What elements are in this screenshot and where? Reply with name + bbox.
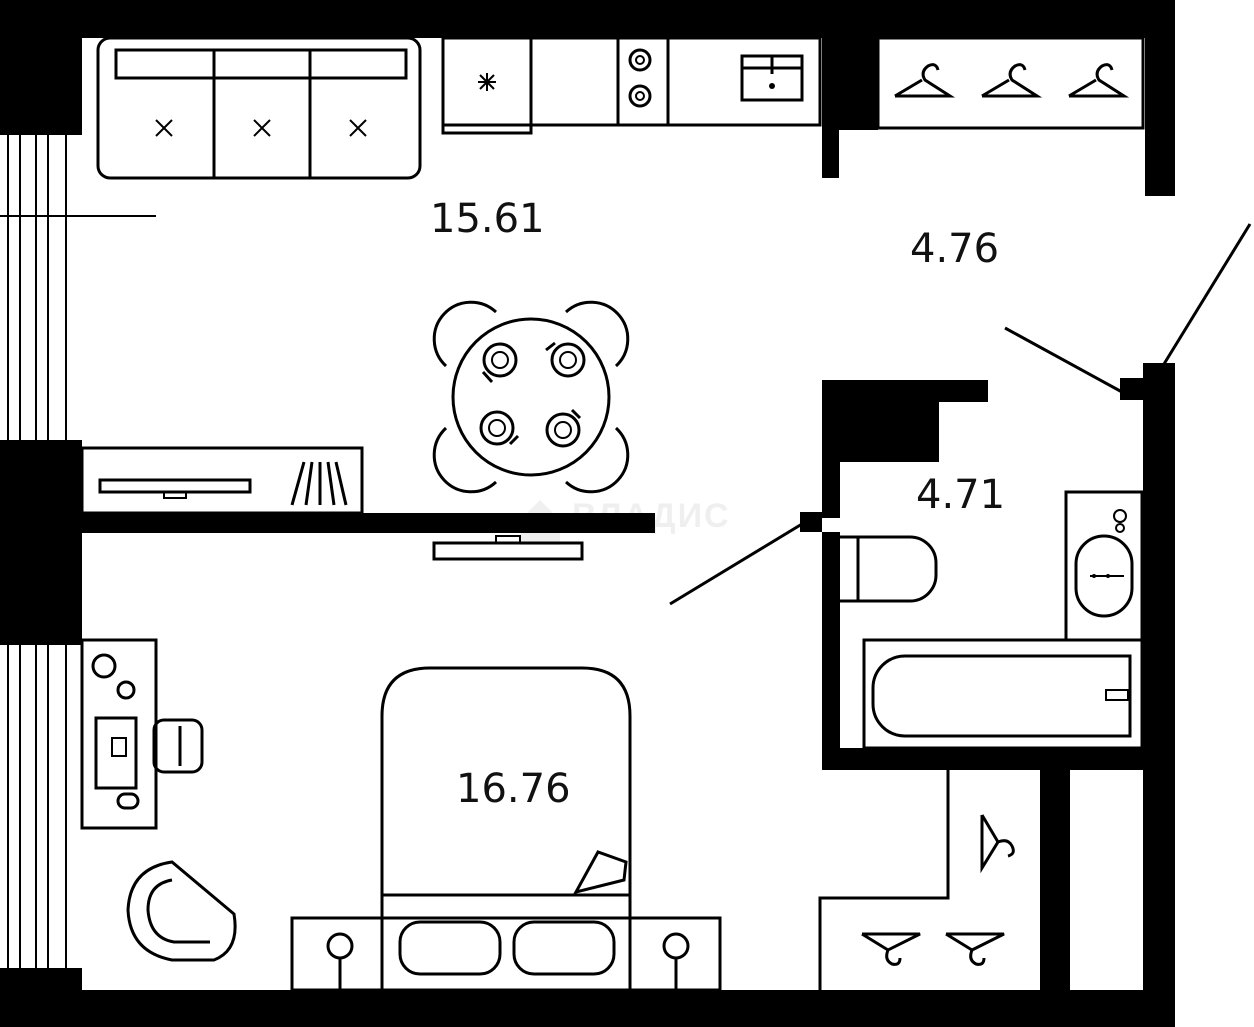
plate-icon [545, 341, 586, 378]
wall-closet-post [822, 120, 839, 178]
plate-icon [481, 342, 518, 384]
hanger-icon [980, 814, 1015, 874]
wardrobe [818, 770, 1015, 990]
dining-table [432, 300, 630, 494]
bathtub [862, 638, 1144, 750]
wall-door-stub-entry [1120, 378, 1150, 400]
armchair [126, 860, 237, 962]
area-label-hallway: 4.76 [910, 226, 999, 272]
lamp-icon [662, 932, 690, 990]
wall-bath-left-lower [822, 532, 840, 770]
hanger-icon [861, 932, 921, 966]
entry-door [1004, 223, 1252, 394]
wall-top [0, 0, 1175, 38]
wall-bath-left [822, 380, 840, 518]
stove-icon [616, 36, 670, 127]
watermark [520, 500, 560, 545]
wall-right-lower [1143, 363, 1175, 1027]
closet [876, 36, 1145, 130]
wall-closet-pillar [822, 0, 878, 130]
kitchen-sink-icon [740, 54, 804, 102]
wall-bottom [0, 990, 1175, 1027]
wall-bath-top-block [822, 380, 939, 462]
walls [0, 0, 1175, 1027]
area-label-bedroom: 16.76 [456, 766, 571, 812]
window-upper [0, 135, 156, 440]
bathroom-door [669, 522, 803, 606]
bedroom-tv [432, 535, 584, 561]
wall-right-upper [1145, 0, 1175, 196]
hanger-icon [1068, 63, 1130, 98]
wall-top-left-corner [0, 0, 82, 135]
chair-icon [152, 718, 204, 774]
plate-icon [545, 408, 582, 448]
desk [80, 638, 204, 830]
wall-bath-bottom [822, 748, 1175, 770]
bed [290, 666, 722, 992]
washbasin [1064, 490, 1144, 642]
fridge-icon [478, 73, 496, 91]
plate-icon [479, 410, 520, 446]
hanger-icon [981, 63, 1043, 98]
watermark-text: ВЛАДИС [572, 497, 731, 535]
wall-left-mid [0, 440, 82, 645]
wall-partition-living-bedroom [82, 513, 655, 533]
area-label-bathroom: 4.71 [916, 472, 1005, 518]
lamp-icon [326, 932, 354, 990]
hanger-icon [894, 63, 956, 98]
sofa [96, 36, 422, 180]
tv-stand [80, 446, 364, 515]
toilet [840, 535, 938, 603]
area-label-kitchen-living: 15.61 [430, 196, 545, 242]
wall-wardrobe-divider [1040, 748, 1070, 1027]
wall-door-stub-bath [800, 512, 822, 532]
kitchen-counter [441, 36, 822, 135]
hanger-icon [945, 932, 1005, 966]
window-lower [7, 645, 67, 968]
